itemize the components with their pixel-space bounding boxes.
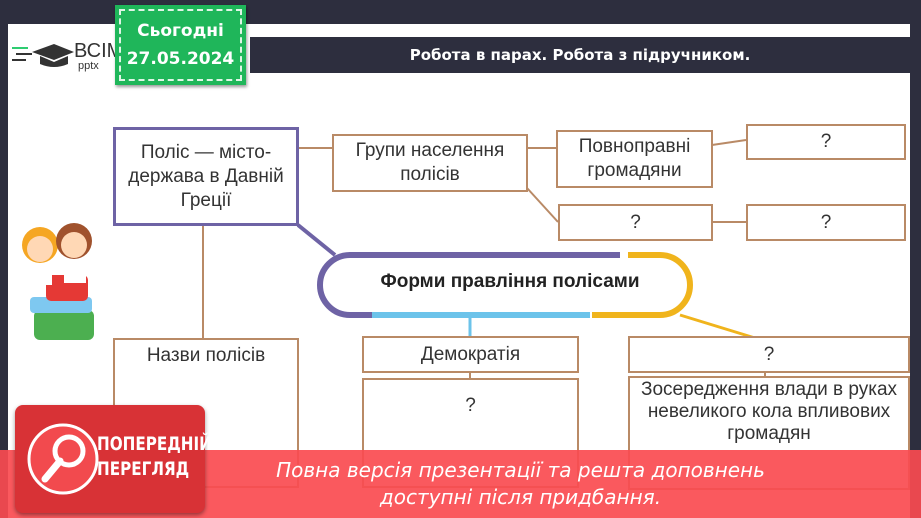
full-citizens-text: Повноправні громадяни bbox=[578, 136, 691, 181]
names-text: Назви полісів bbox=[146, 345, 266, 366]
graduation-cap-icon bbox=[12, 44, 74, 67]
logo: ВСІМ pptx bbox=[12, 40, 123, 74]
oval-left-arc bbox=[317, 252, 620, 318]
question-text: ? bbox=[820, 211, 832, 233]
question-box: ? bbox=[746, 204, 906, 241]
kids-illustration-icon bbox=[22, 223, 94, 340]
preview-badge bbox=[15, 405, 205, 513]
question-text: ? bbox=[763, 343, 775, 365]
oligarchy-text: Зосередження влади в руках невеликого ко… bbox=[640, 379, 898, 444]
preview-line-2: доступні після придбання. bbox=[379, 485, 662, 509]
slide-title: Робота в парах. Робота з підручником. bbox=[409, 46, 751, 64]
preview-line-1: Повна версія презентації та решта доповн… bbox=[276, 458, 765, 482]
polis-box: Поліс — місто-держава в Давній Греції bbox=[113, 127, 299, 226]
polis-text: Поліс — місто-держава в Давній Греції bbox=[128, 141, 284, 211]
preview-badge-text: ПОПЕРЕДНІЙ ПЕРЕГЛЯД bbox=[97, 433, 212, 480]
question-box: ? bbox=[558, 204, 713, 241]
center-topic: Форми правління полісами bbox=[380, 271, 640, 292]
democracy-text: Демократія bbox=[420, 343, 521, 365]
form-question-box: ? bbox=[628, 336, 910, 373]
logo-subtext: pptx bbox=[78, 60, 99, 72]
democracy-box: Демократія bbox=[362, 336, 579, 373]
groups-text: Групи населення полісів bbox=[355, 140, 505, 185]
logo-text: ВСІМ bbox=[74, 40, 124, 62]
slide-title-bar: Робота в парах. Робота з підручником. bbox=[250, 37, 910, 73]
names-box: Назви полісів bbox=[113, 338, 299, 374]
magnifier-icon bbox=[27, 423, 99, 495]
full-citizens-box: Повноправні громадяни bbox=[556, 130, 713, 188]
question-text: ? bbox=[465, 395, 476, 416]
question-text: ? bbox=[630, 211, 641, 233]
question-box: ? bbox=[746, 124, 906, 160]
oval-right-arc bbox=[592, 252, 693, 318]
date-badge: Сьогодні 27.05.2024 bbox=[115, 5, 246, 85]
question-text: ? bbox=[820, 131, 832, 152]
groups-box: Групи населення полісів bbox=[332, 134, 528, 192]
